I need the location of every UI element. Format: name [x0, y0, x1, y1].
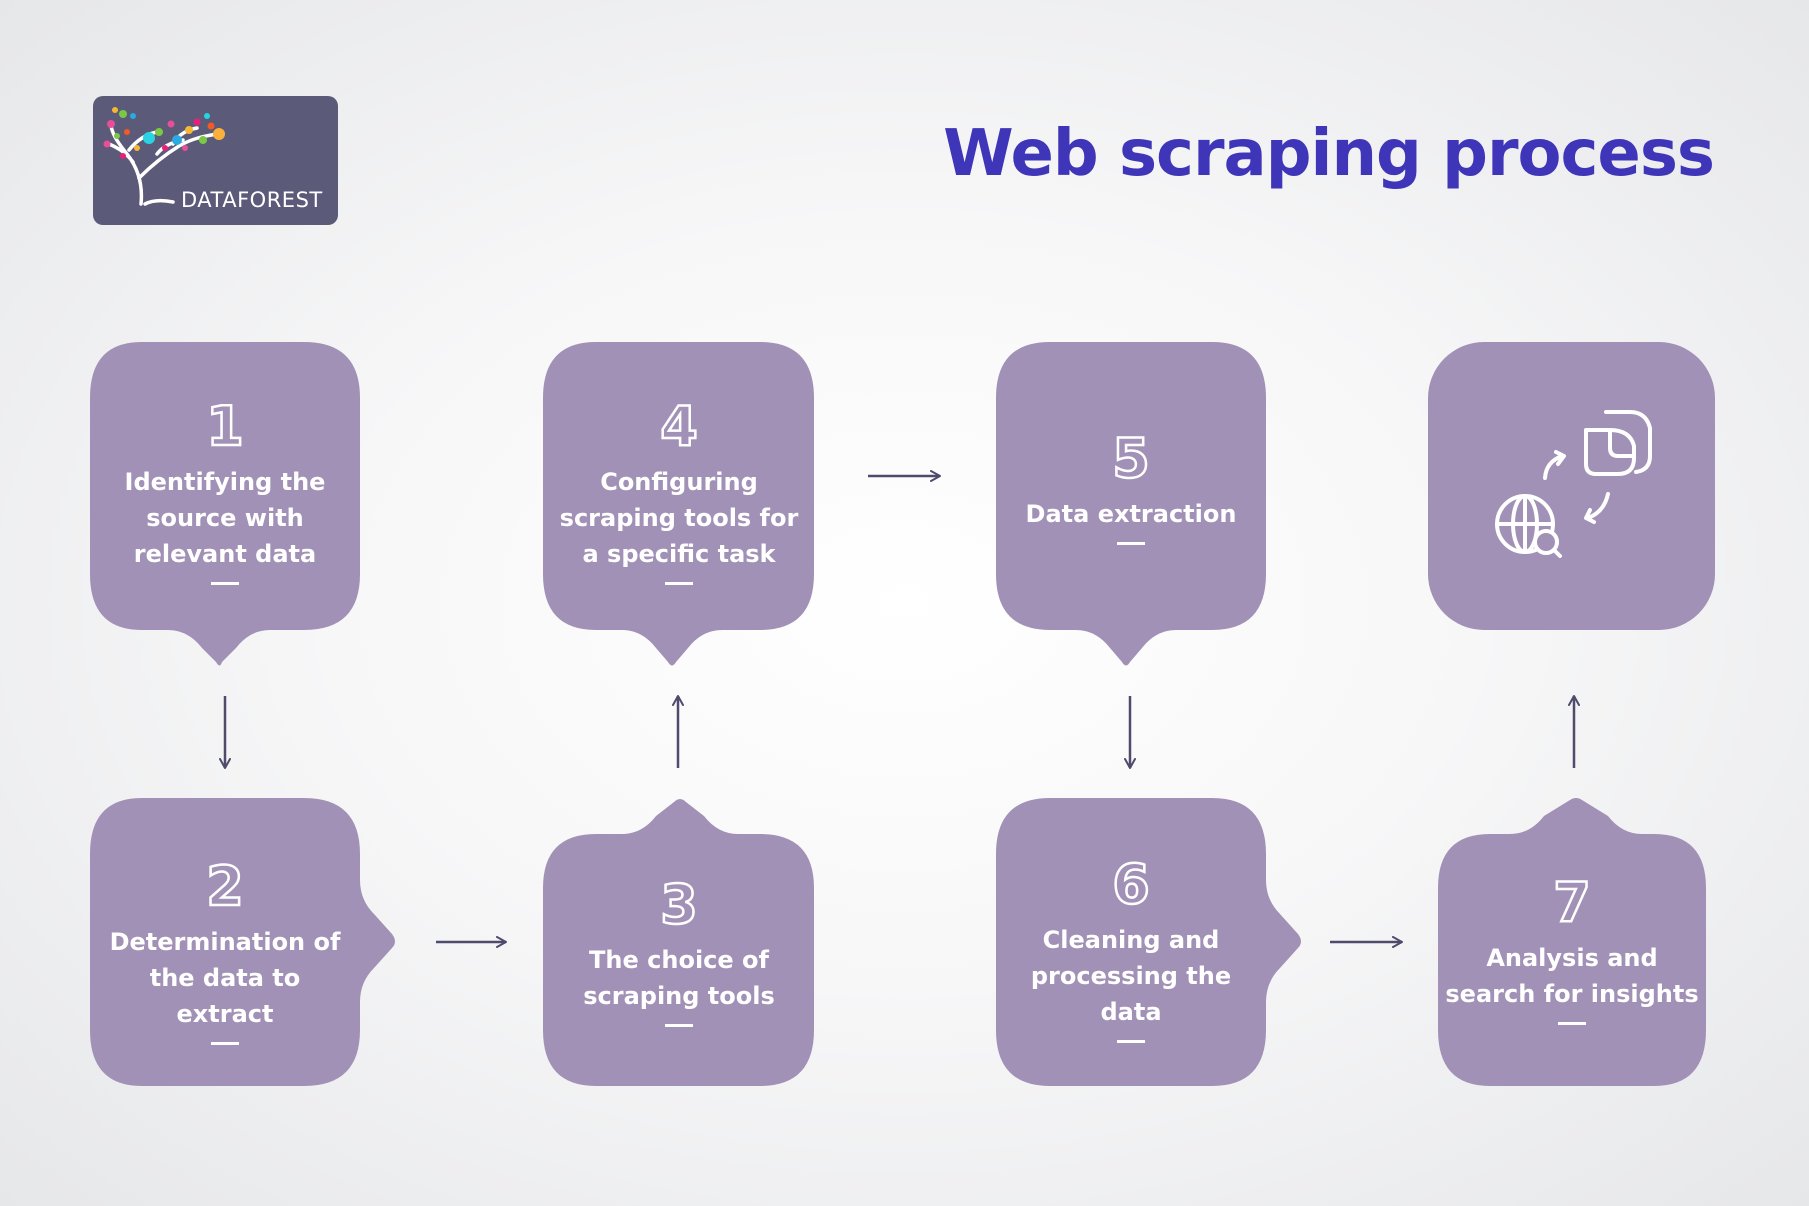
step-1-label: Identifying the source with relevant dat…	[124, 468, 326, 568]
tree-logo-icon	[103, 107, 225, 206]
step-card-4	[543, 342, 814, 666]
step-6-number: 6	[1111, 853, 1151, 916]
step-6-dash	[1117, 1040, 1145, 1043]
dataforest-logo: DATAFOREST	[93, 96, 338, 225]
step-6-label: Cleaning and processing the data	[1030, 926, 1232, 1026]
step-4: 4 Configuring scraping tools for a speci…	[558, 395, 800, 585]
step-3-number: 3	[659, 873, 699, 936]
step-1-dash	[211, 582, 239, 585]
step-4-dash	[665, 582, 693, 585]
logo-wordmark: DATAFOREST	[181, 188, 323, 212]
final-card	[1428, 342, 1715, 630]
globe-search-icon	[1495, 494, 1562, 558]
step-6: 6 Cleaning and processing the data	[1006, 853, 1256, 1043]
step-2: 2 Determination of the data to extract	[100, 855, 350, 1045]
step-2-dash	[211, 1042, 239, 1045]
step-3: 3 The choice of scraping tools	[563, 873, 795, 1027]
step-card-2	[90, 798, 395, 1086]
step-7: 7 Analysis and search for insights	[1442, 871, 1702, 1025]
step-5-label: Data extraction	[1025, 500, 1237, 528]
step-2-label: Determination of the data to extract	[109, 928, 341, 1028]
cycle-arrows-icon	[1543, 450, 1610, 524]
step-4-label: Configuring scraping tools for a specifi…	[559, 468, 799, 568]
step-5-number: 5	[1111, 427, 1151, 490]
step-3-dash	[665, 1024, 693, 1027]
step-5: 5 Data extraction	[1011, 427, 1251, 545]
step-card-7	[1438, 798, 1706, 1086]
step-card-3	[543, 799, 814, 1086]
step-card-1	[90, 342, 360, 666]
documents-icon	[1584, 410, 1652, 476]
step-3-label: The choice of scraping tools	[583, 946, 775, 1010]
step-7-label: Analysis and search for insights	[1445, 944, 1699, 1008]
step-4-number: 4	[659, 395, 699, 458]
step-1: 1 Identifying the source with relevant d…	[110, 395, 340, 585]
step-1-number: 1	[205, 395, 245, 458]
step-7-number: 7	[1552, 871, 1592, 934]
step-card-5	[996, 342, 1266, 666]
step-7-dash	[1558, 1022, 1586, 1025]
step-2-number: 2	[205, 855, 245, 918]
step-card-6	[996, 798, 1301, 1086]
page-title: Web scraping process	[943, 117, 1715, 191]
step-5-dash	[1117, 542, 1145, 545]
